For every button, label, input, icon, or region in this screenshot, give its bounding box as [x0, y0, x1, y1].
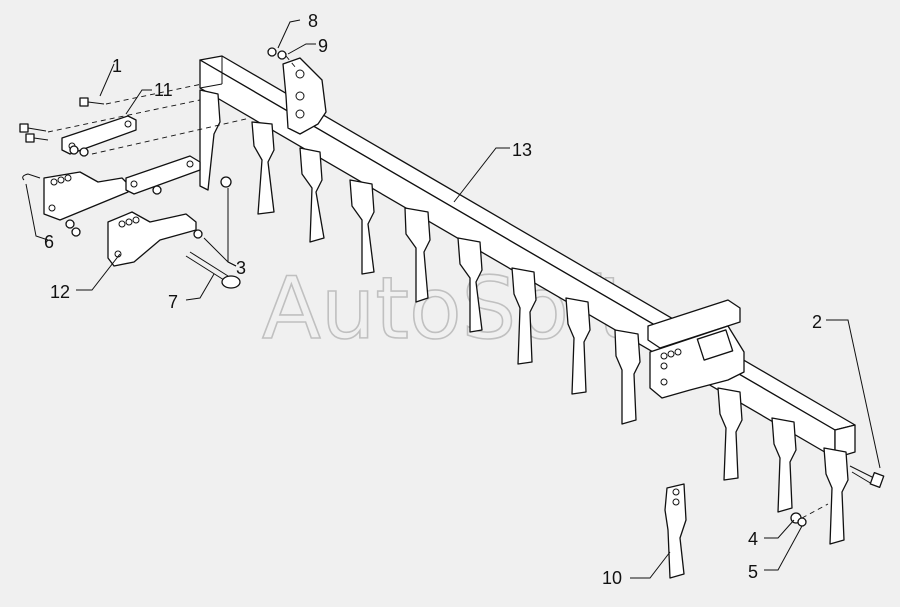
pin	[22, 173, 41, 181]
callout-12: 12	[50, 282, 70, 302]
callout-5: 5	[748, 562, 758, 582]
side-bolt	[849, 465, 885, 488]
callout-11: 11	[154, 80, 173, 100]
tine-row	[199, 89, 849, 545]
right-mount-bracket	[647, 299, 745, 399]
callouts: 1 2 3 4 5 6 7 8 9 10 11 12 13	[44, 11, 822, 588]
callout-9: 9	[318, 36, 328, 56]
callout-7: 7	[168, 292, 178, 312]
callout-3: 3	[236, 258, 246, 278]
loose-tine	[664, 483, 687, 579]
callout-2: 2	[812, 312, 822, 332]
lower-bracket-plate	[107, 211, 197, 267]
lower-nut-washer	[790, 512, 807, 527]
eye-bolt	[185, 251, 241, 289]
callout-6: 6	[44, 232, 54, 252]
callout-13: 13	[512, 140, 532, 160]
leader-lines	[25, 19, 881, 579]
callout-10: 10	[602, 568, 622, 588]
callout-8: 8	[308, 11, 318, 31]
top-mount-bracket	[282, 57, 327, 135]
middle-plates	[43, 155, 201, 221]
callout-4: 4	[748, 529, 758, 549]
bolts	[19, 97, 105, 157]
nuts-washers	[65, 47, 287, 239]
assembly-lines	[47, 55, 829, 519]
callout-1: 1	[112, 56, 122, 76]
